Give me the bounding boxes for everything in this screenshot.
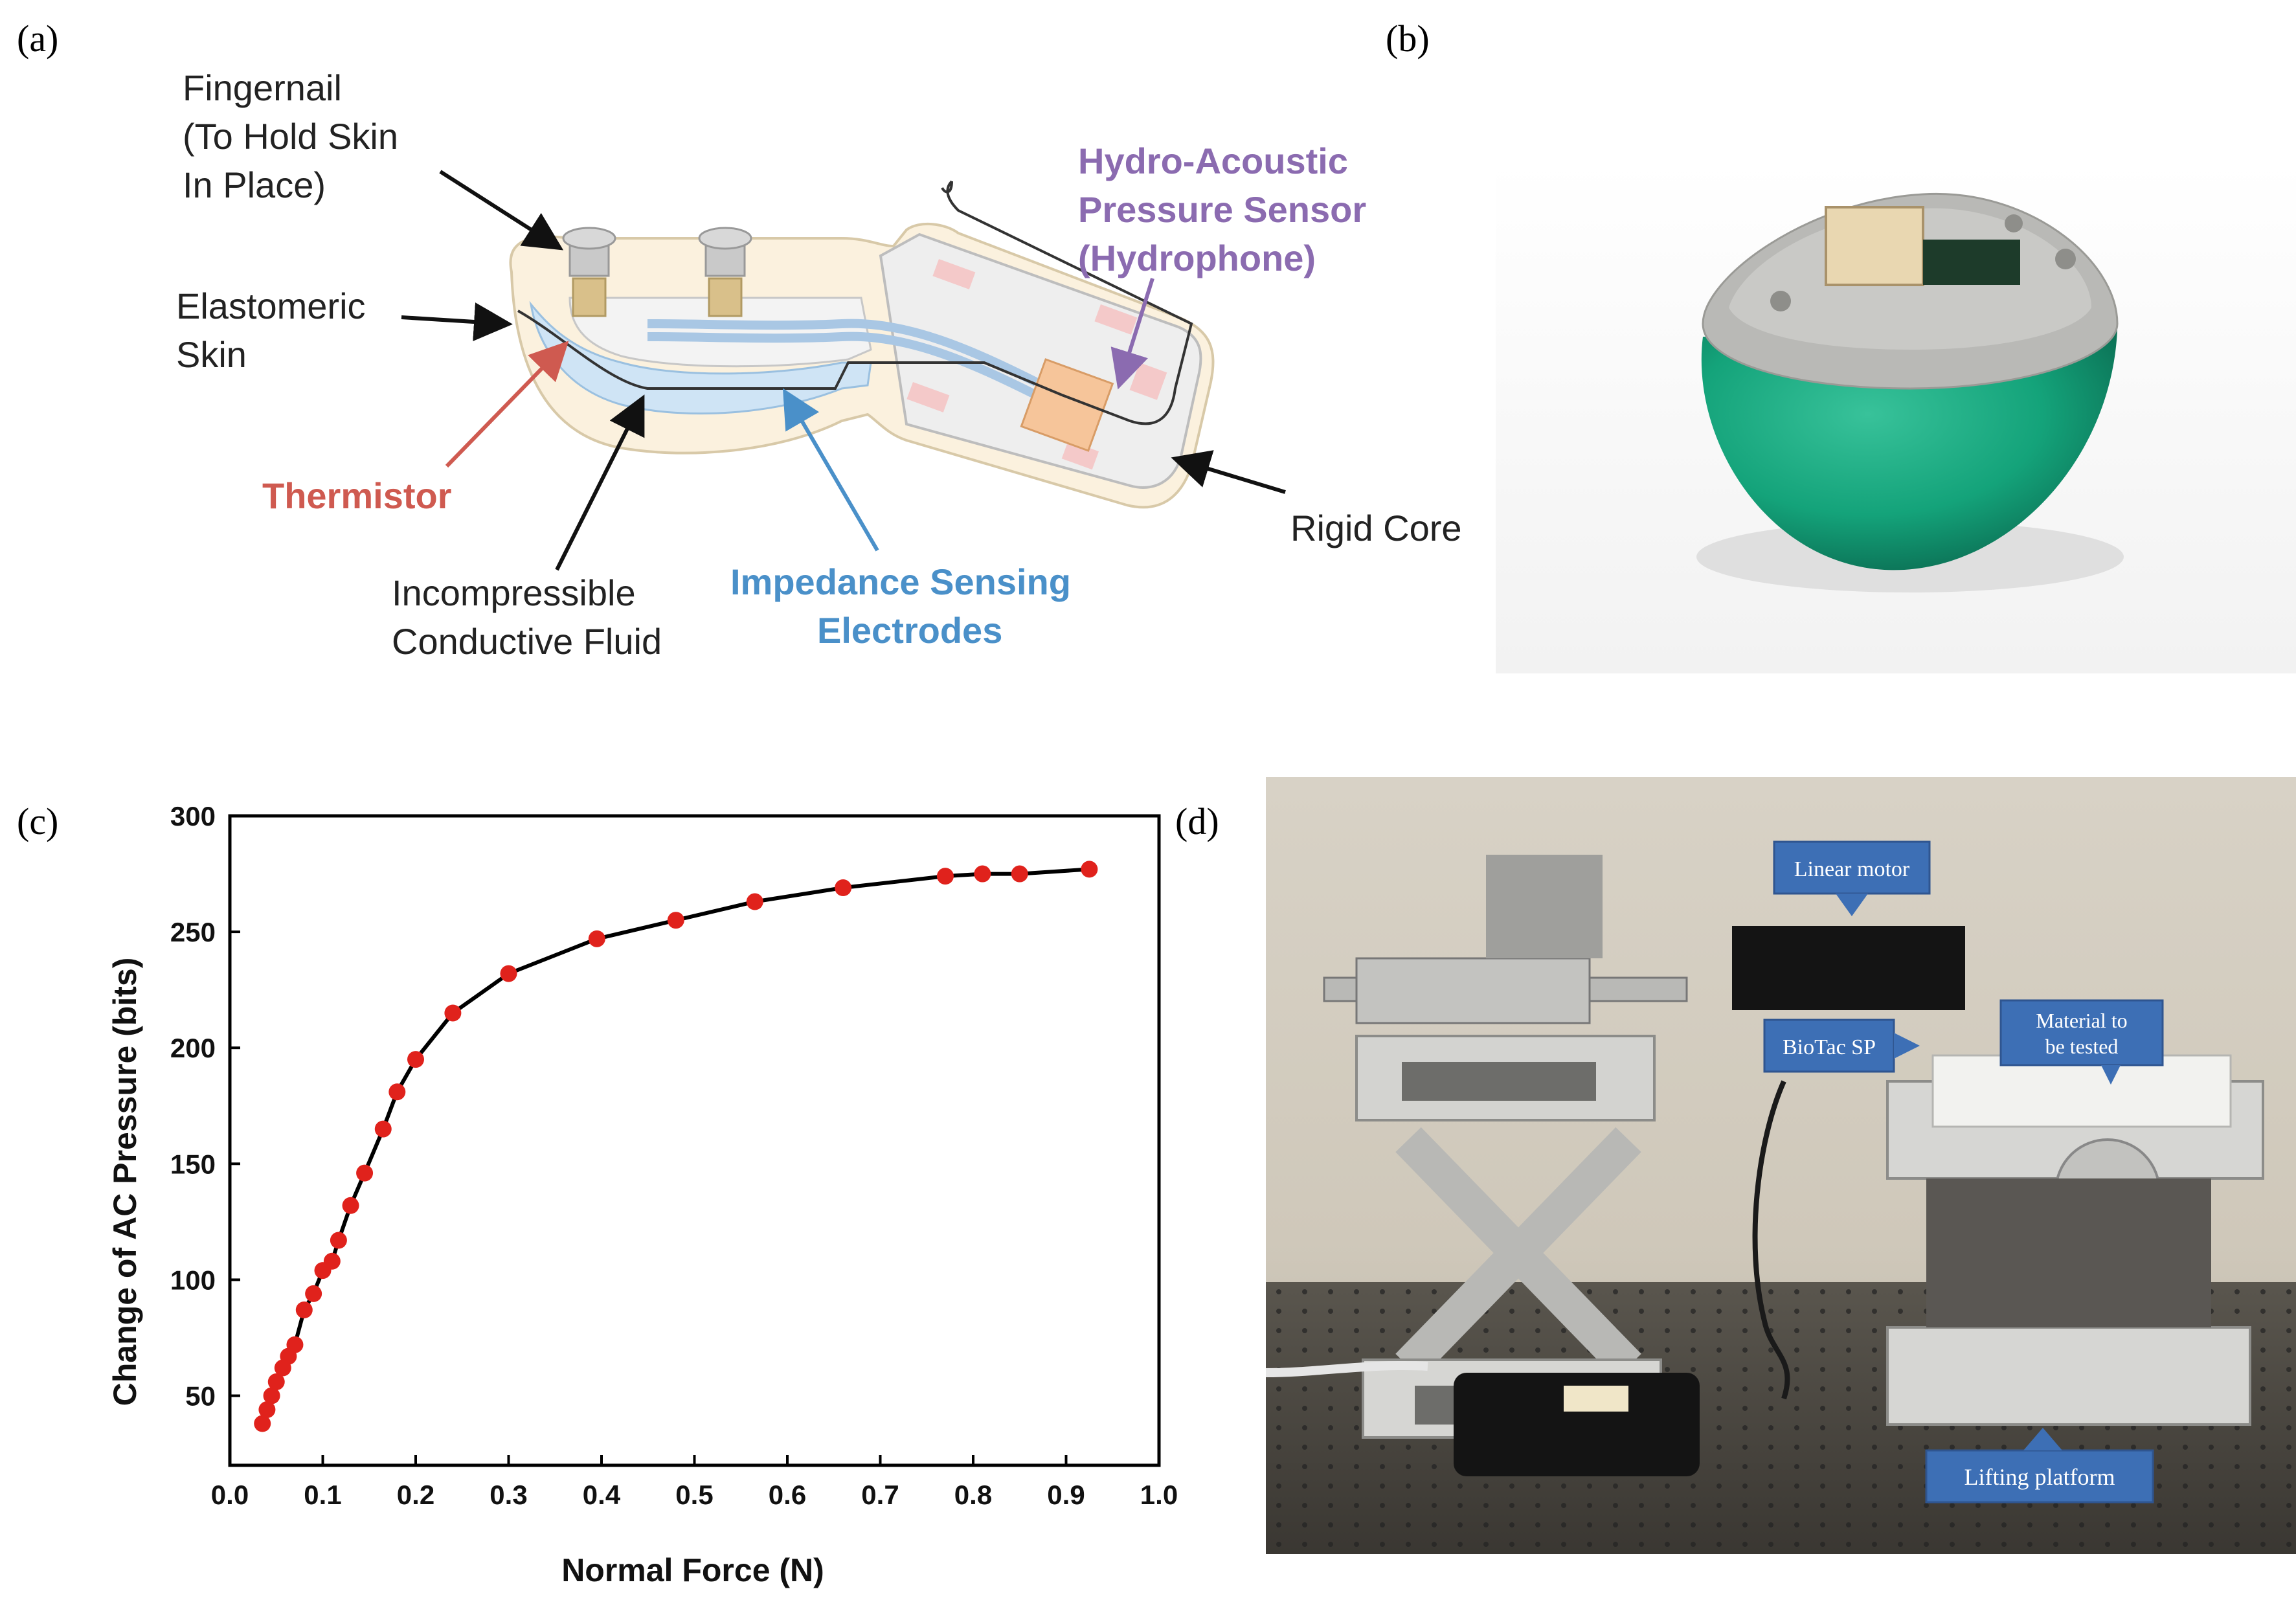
data-point bbox=[667, 912, 684, 929]
data-point bbox=[374, 1120, 392, 1138]
fingernail-screw-1 bbox=[562, 227, 616, 317]
data-point bbox=[500, 965, 517, 982]
y-tick-label: 50 bbox=[185, 1381, 216, 1412]
svg-text:be tested: be tested bbox=[2045, 1035, 2119, 1058]
callout-linear-motor: Linear motor bbox=[1773, 840, 1931, 916]
data-point bbox=[407, 1051, 424, 1068]
x-tick-label: 1.0 bbox=[1140, 1480, 1178, 1510]
x-tick-label: 0.1 bbox=[304, 1480, 341, 1510]
scissor-arms bbox=[1395, 1127, 1641, 1379]
test-setup-photo: Linear motor BioTac SP Material to be te… bbox=[1266, 777, 2296, 1554]
fingernail-line-3: In Place) bbox=[183, 164, 326, 205]
data-point bbox=[323, 1252, 341, 1270]
svg-text:BioTac SP: BioTac SP bbox=[1783, 1035, 1876, 1059]
fluid-annotation: Incompressible Conductive Fluid bbox=[392, 572, 662, 662]
green-elastomer-shell bbox=[1701, 330, 2117, 570]
plot-frame bbox=[228, 814, 1161, 1467]
x-tick-label: 0.9 bbox=[1047, 1480, 1085, 1510]
y-tick-label: 300 bbox=[170, 801, 216, 831]
panel-label-c: (c) bbox=[17, 800, 59, 842]
y-axis-label: Change of AC Pressure (bits) bbox=[107, 958, 143, 1406]
conductive-fluid-shape bbox=[529, 300, 872, 415]
elastomeric-line-2: Skin bbox=[176, 334, 247, 375]
fingernail-line-2: (To Hold Skin bbox=[183, 116, 398, 157]
panel-label-a: (a) bbox=[17, 17, 59, 60]
data-point bbox=[936, 868, 954, 885]
callout-material: Material to be tested bbox=[1999, 999, 2164, 1085]
pressure-force-chart: 0.0 0.1 0.2 0.3 0.4 0.5 0.6 0.7 0.8 0.9 1.0 50 100 15… bbox=[107, 801, 1178, 1588]
panel-label-b: (b) bbox=[1386, 17, 1430, 60]
callout-lifting-platform: Lifting platform bbox=[1925, 1428, 2154, 1504]
fluid-line-1: Incompressible bbox=[392, 572, 636, 613]
x-tick-label: 0.4 bbox=[583, 1480, 621, 1510]
hydrophone-block bbox=[1020, 358, 1114, 452]
linear-motor-body bbox=[1732, 926, 1965, 1010]
svg-text:Linear motor: Linear motor bbox=[1794, 857, 1910, 881]
x-tick-label: 0.6 bbox=[769, 1480, 806, 1510]
x-tick-label: 0.7 bbox=[861, 1480, 899, 1510]
fingernail-annotation: Fingernail (To Hold Skin In Place) bbox=[183, 67, 398, 205]
material-sample bbox=[1931, 1054, 2232, 1128]
data-point bbox=[588, 930, 605, 947]
data-point bbox=[330, 1232, 347, 1249]
impedance-annotation: Impedance Sensing Electrodes bbox=[730, 561, 1071, 651]
x-tick-label: 0.3 bbox=[490, 1480, 527, 1510]
impedance-line-1: Impedance Sensing bbox=[730, 561, 1071, 602]
biotac-schematic-diagram: Fingernail (To Hold Skin In Place) Elast… bbox=[176, 67, 1462, 662]
data-point bbox=[746, 893, 763, 910]
y-tick-label: 200 bbox=[170, 1033, 216, 1063]
data-point bbox=[286, 1336, 304, 1353]
rigid-core-annotation: Rigid Core bbox=[1290, 508, 1462, 548]
hydro-line-2: Pressure Sensor bbox=[1078, 189, 1366, 230]
chart-axes bbox=[228, 814, 1161, 1467]
y-tick-label: 100 bbox=[170, 1265, 216, 1295]
svg-text:Lifting platform: Lifting platform bbox=[1964, 1464, 2115, 1490]
data-point bbox=[254, 1415, 271, 1432]
biotac-photo bbox=[1496, 162, 2296, 673]
y-tick-label: 250 bbox=[170, 917, 216, 947]
connector bbox=[1825, 206, 1924, 286]
x-axis-label: Normal Force (N) bbox=[561, 1552, 824, 1588]
hydro-line-3: (Hydrophone) bbox=[1078, 238, 1316, 278]
x-tick-label: 0.5 bbox=[675, 1480, 713, 1510]
data-point bbox=[263, 1387, 280, 1404]
svg-text:Material to: Material to bbox=[2036, 1009, 2127, 1032]
data-point bbox=[295, 1301, 313, 1318]
data-point bbox=[1011, 865, 1028, 883]
fit-curve bbox=[260, 867, 1090, 1425]
impedance-line-2: Electrodes bbox=[817, 610, 1002, 651]
data-point bbox=[388, 1083, 406, 1101]
chart-ticks: 0.0 0.1 0.2 0.3 0.4 0.5 0.6 0.7 0.8 0.9 1.0 50 100 15… bbox=[170, 801, 1178, 1510]
panel-label-d: (d) bbox=[1175, 800, 1219, 842]
data-point bbox=[258, 1401, 276, 1419]
data-points bbox=[254, 861, 1098, 1432]
data-point bbox=[305, 1285, 322, 1302]
data-point bbox=[835, 879, 852, 897]
y-tick-label: 150 bbox=[170, 1149, 216, 1179]
fingernail-line-1: Fingernail bbox=[183, 67, 342, 108]
fingernail-screw-2 bbox=[698, 227, 752, 317]
data-point bbox=[444, 1004, 462, 1022]
hydrophone-annotation: Hydro-Acoustic Pressure Sensor (Hydropho… bbox=[1078, 141, 1366, 278]
elastomeric-line-1: Elastomeric bbox=[176, 286, 366, 326]
data-point bbox=[342, 1197, 359, 1214]
data-point bbox=[356, 1164, 374, 1182]
data-point bbox=[974, 865, 991, 883]
internal-wire bbox=[517, 180, 1193, 425]
x-tick-label: 0.8 bbox=[954, 1480, 992, 1510]
control-box bbox=[1454, 1373, 1700, 1476]
thermistor-annotation: Thermistor bbox=[262, 475, 452, 516]
data-point bbox=[267, 1373, 285, 1391]
data-point bbox=[1081, 861, 1098, 878]
callout-biotac: BioTac SP bbox=[1763, 1019, 1920, 1073]
elastomeric-annotation: Elastomeric Skin bbox=[176, 286, 366, 375]
x-tick-label: 0.0 bbox=[211, 1480, 249, 1510]
hydro-line-1: Hydro-Acoustic bbox=[1078, 141, 1348, 181]
fluid-line-2: Conductive Fluid bbox=[392, 621, 662, 662]
x-tick-label: 0.2 bbox=[397, 1480, 434, 1510]
electrode-channel bbox=[647, 319, 1039, 387]
